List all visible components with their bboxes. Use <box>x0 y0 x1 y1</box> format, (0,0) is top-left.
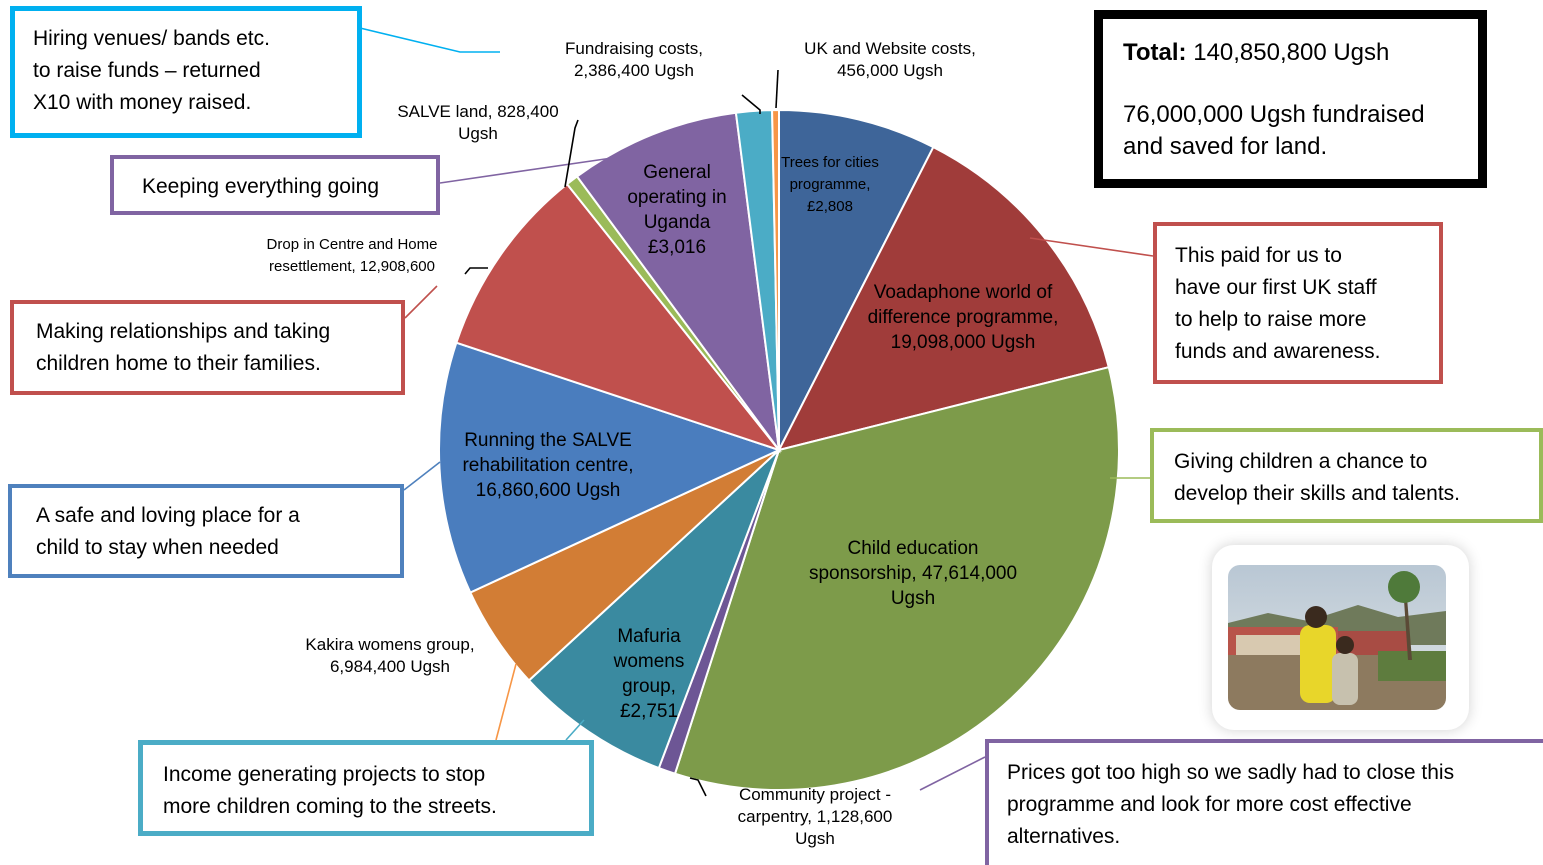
pie-slice-child-education-sponsorship <box>673 365 1120 791</box>
pie-slice-trees-for-cities-programme <box>778 108 935 451</box>
leader-line <box>495 663 517 741</box>
slice-label: Mafuria womens group, £2,751 <box>614 624 685 724</box>
callout-education: Giving children a chance to develop thei… <box>1150 428 1543 523</box>
pie-slice-uk-and-website-costs <box>771 108 780 451</box>
leader-line <box>564 119 579 188</box>
slice-label-line: Voadaphone world of <box>873 282 1053 303</box>
slice-label-line: programme, <box>789 176 871 193</box>
pie-slice-voadaphone-world-of-difference-programme <box>777 145 1110 452</box>
slice-label-line: Trees for cities <box>781 154 879 171</box>
callout-drop-in: Making relationships and taking children… <box>10 300 405 395</box>
slice-label-line: resettlement, 12,908,600 <box>269 258 435 275</box>
slice-label-line: Running the SALVE <box>464 430 632 451</box>
slice-label-line: sponsorship, 47,614,000 <box>808 563 1018 584</box>
slice-label: Voadaphone world of difference programme,… <box>868 280 1059 355</box>
pie-slice-mafuria-womens-group <box>527 449 780 770</box>
callout-carpentry: Prices got too high so we sadly had to c… <box>985 739 1543 865</box>
slice-label: Fundraising costs, 2,386,400 Ugsh <box>565 38 703 82</box>
slice-label-line: General <box>643 162 711 183</box>
slice-label-line: Ugsh <box>795 829 835 848</box>
fundraised-line-1: 76,000,000 Ugsh fundraised <box>1123 101 1425 128</box>
slice-label-line: Fundraising costs, <box>565 39 703 58</box>
leader-line <box>359 27 500 53</box>
slice-label-line: Mafuria <box>617 626 681 647</box>
slice-label-line: 2,386,400 Ugsh <box>573 61 695 80</box>
slice-label: Drop in Centre and Home resettlement, 12,… <box>267 234 438 278</box>
slice-label-line: group, <box>622 676 676 697</box>
total-summary-box: Total: 140,850,800 Ugsh 76,000,000 Ugsh … <box>1094 10 1487 188</box>
slice-label-line: £2,808 <box>807 198 853 215</box>
slice-label: Kakira womens group, 6,984,400 Ugsh <box>305 634 474 678</box>
slice-label-line: operating in <box>627 187 727 208</box>
leader-line <box>919 756 986 791</box>
total-label: Total: <box>1123 39 1187 66</box>
total-line: Total: 140,850,800 Ugsh <box>1123 37 1458 69</box>
slice-label-line: £3,016 <box>647 237 707 258</box>
leader-line <box>741 94 761 114</box>
callout-rehab: A safe and loving place for a child to s… <box>8 484 404 578</box>
slice-label-line: womens <box>613 651 685 672</box>
slice-label-line: Ugsh <box>458 124 498 143</box>
slice-label-line: difference programme, <box>867 307 1059 328</box>
pie-slice-drop-in-centre-and-home-resettlement <box>455 182 782 453</box>
leader-line <box>464 267 488 275</box>
pie-slice-general-operating-in-uganda <box>575 111 781 454</box>
leader-line <box>689 777 707 797</box>
slice-label-line: carpentry, 1,128,600 <box>737 807 893 826</box>
leader-line <box>404 285 438 319</box>
slice-label-line: 16,860,600 Ugsh <box>475 480 621 501</box>
leader-line <box>439 157 613 184</box>
callout-vodafone: This paid for us to have our first UK st… <box>1153 222 1443 384</box>
pie-slice-running-the-salve-rehabilitation-centre <box>438 341 782 594</box>
slice-label-line: Child education <box>847 538 979 559</box>
slice-label-line: 456,000 Ugsh <box>837 61 943 80</box>
fundraised-line-2: and saved for land. <box>1123 133 1328 160</box>
callout-operating: Keeping everything going <box>110 155 440 215</box>
slice-label-line: 6,984,400 Ugsh <box>329 657 451 676</box>
slice-label-line: 19,098,000 Ugsh <box>890 332 1036 353</box>
total-value: 140,850,800 Ugsh <box>1186 39 1390 66</box>
slice-label: General operating in Uganda £3,016 <box>627 160 726 260</box>
slice-label-line: £2,751 <box>619 701 679 722</box>
slice-label-line: rehabilitation centre, <box>462 455 634 476</box>
leader-line <box>1029 237 1154 257</box>
callout-income: Income generating projects to stop more … <box>138 740 594 836</box>
slice-label: Running the SALVE rehabilitation centre, 1… <box>462 428 633 503</box>
slice-label: UK and Website costs, 456,000 Ugsh <box>804 38 976 82</box>
slice-label-line: Community project - <box>738 785 892 804</box>
slice-label-line: Drop in Centre and Home <box>266 236 438 253</box>
leader-line <box>775 69 779 109</box>
slice-label-line: Ugsh <box>890 588 936 609</box>
slice-label-line: Kakira womens group, <box>305 635 475 654</box>
slice-label-line: UK and Website costs, <box>804 39 976 58</box>
slice-label-line: Uganda <box>643 212 711 233</box>
leader-line <box>403 461 441 491</box>
slice-label: Trees for cities programme, £2,808 <box>781 152 879 218</box>
slice-label-line: SALVE land, 828,400 <box>397 102 559 121</box>
photo-image <box>1228 565 1446 710</box>
leader-line <box>565 719 585 741</box>
callout-fundraising: Hiring venues/ bands etc. to raise funds… <box>10 6 362 138</box>
photo-frame <box>1212 545 1469 730</box>
